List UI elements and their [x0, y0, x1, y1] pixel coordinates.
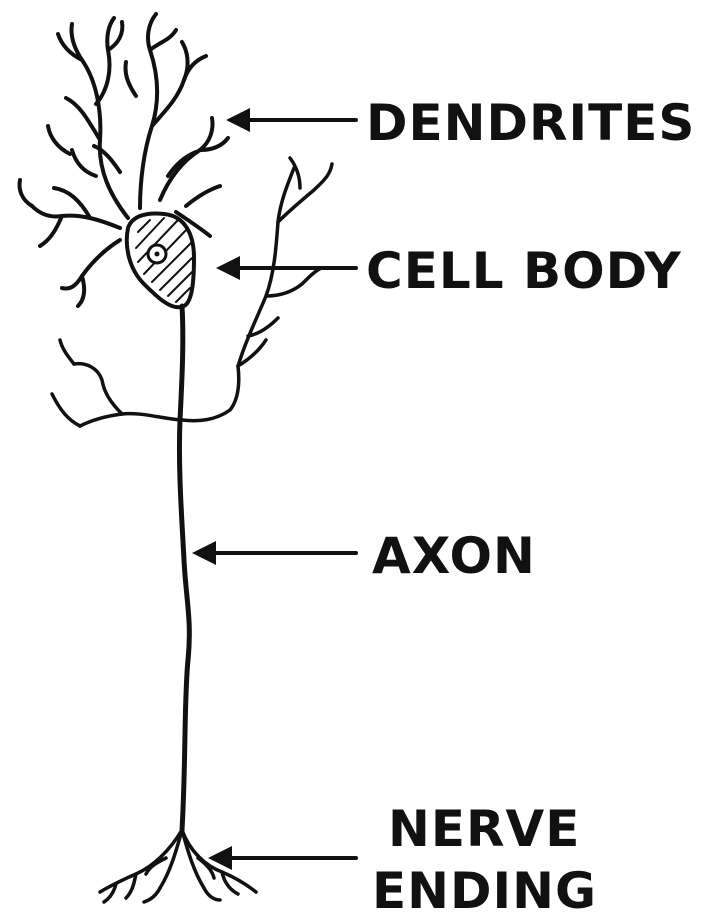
cell-body-drawing	[127, 214, 194, 308]
cell-body-label: CELL BODY	[366, 242, 682, 300]
cell-body-arrow	[216, 256, 356, 280]
axon-arrow	[192, 541, 356, 565]
axon-drawing	[179, 306, 189, 830]
dendrites-arrow	[226, 108, 356, 132]
dendrites-label: DENDRITES	[366, 94, 695, 152]
arrows	[192, 108, 356, 870]
axon-label: AXON	[372, 527, 536, 585]
nerve-ending-label-line1: NERVE	[388, 800, 580, 858]
nerve-ending-label-line2: ENDING	[372, 862, 597, 920]
nerve-ending-drawing	[100, 830, 256, 902]
nerve-ending-arrow	[208, 846, 356, 870]
dendrites-drawing	[20, 14, 229, 306]
